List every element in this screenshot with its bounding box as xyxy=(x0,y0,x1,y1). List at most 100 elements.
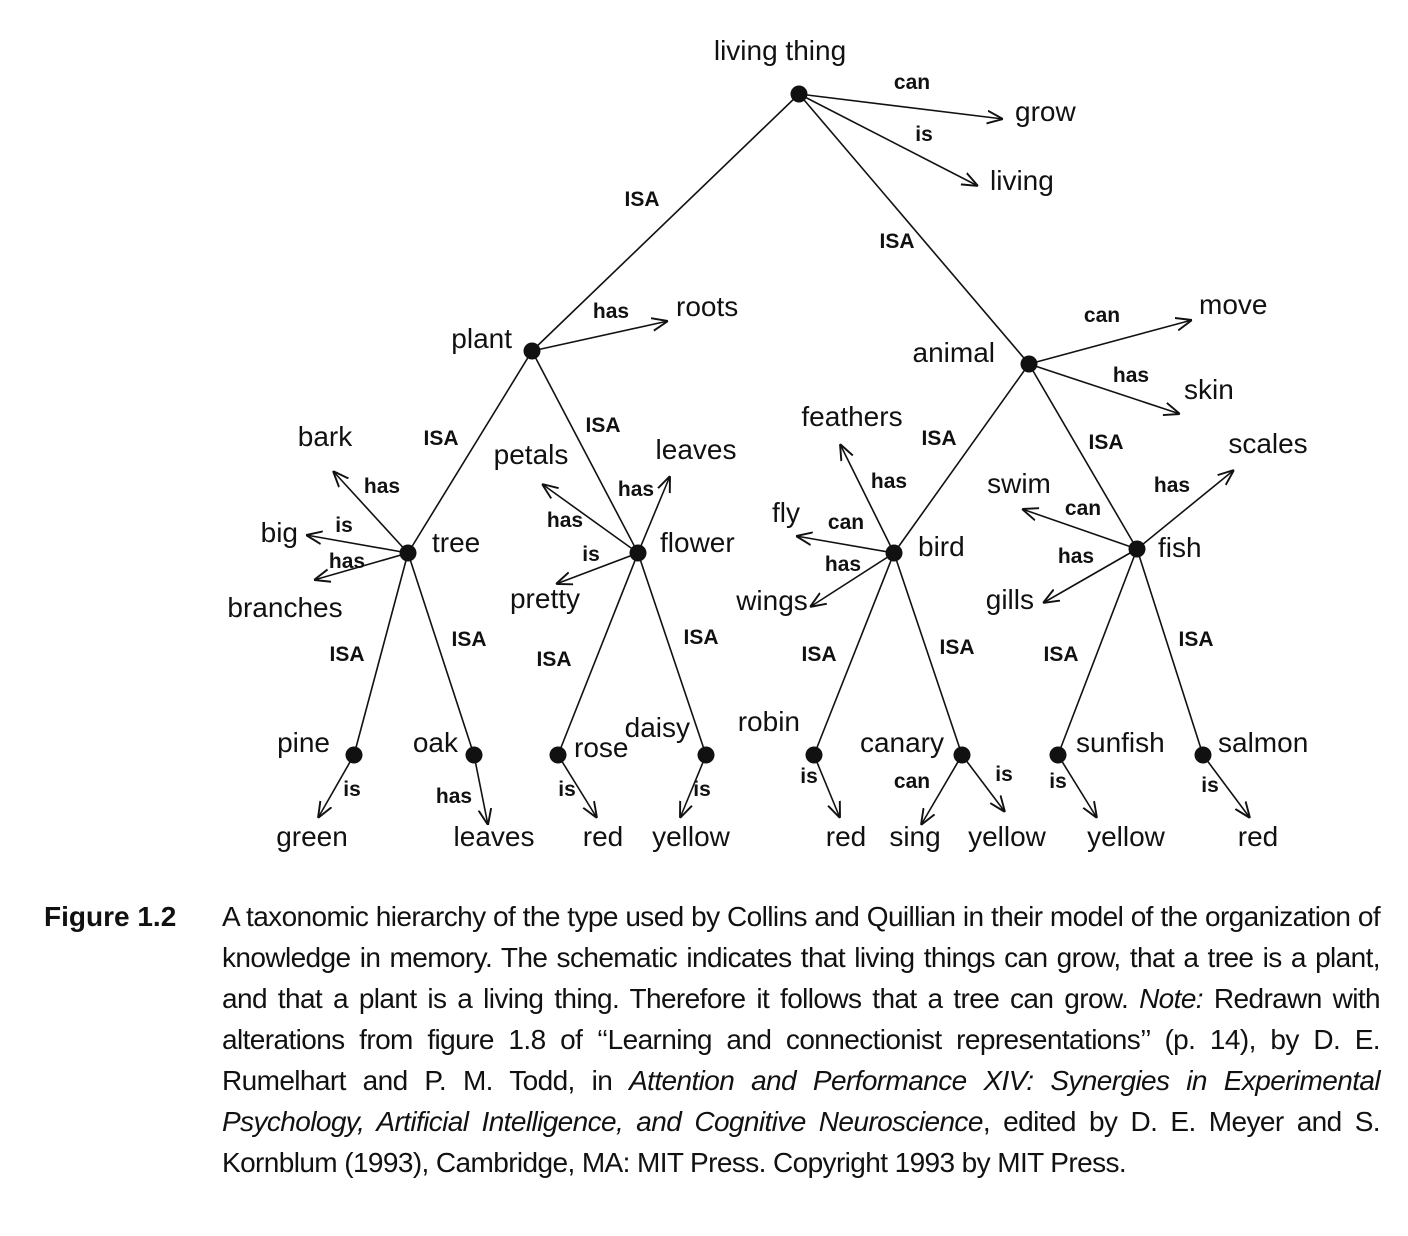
relation-label: is xyxy=(693,778,711,801)
property-value: roots xyxy=(676,291,738,322)
relation-label: can xyxy=(894,770,930,793)
property-arrow-fish-scales xyxy=(1136,470,1234,550)
relation-label: is xyxy=(995,763,1013,786)
property-arrow-salmon-red xyxy=(1202,754,1250,818)
figure-caption: Figure 1.2 A taxonomic hierarchy of the … xyxy=(44,896,1384,1183)
relation-label: is xyxy=(343,778,361,801)
isa-link-bird-robin xyxy=(813,552,895,756)
property-arrow-bird-fly xyxy=(796,536,895,554)
node-label-pine: pine xyxy=(277,727,330,758)
property-value: red xyxy=(826,821,866,852)
isa-label: ISA xyxy=(624,188,659,211)
isa-link-animal-bird xyxy=(893,363,1030,554)
node-dot-oak xyxy=(465,746,483,764)
relation-label: is xyxy=(335,514,353,537)
property-arrow-living_thing-living xyxy=(798,93,978,186)
relation-label: has xyxy=(825,553,861,576)
isa-label: ISA xyxy=(801,643,836,666)
property-arrow-canary-yellow xyxy=(961,754,1005,812)
node-label-animal: animal xyxy=(913,337,995,368)
property-value: big xyxy=(261,517,298,548)
node-label-living_thing: living thing xyxy=(714,35,846,66)
node-dot-animal xyxy=(1020,355,1038,373)
relation-label: has xyxy=(436,785,472,808)
isa-link-fish-sunfish xyxy=(1057,548,1138,756)
isa-label: ISA xyxy=(451,628,486,651)
property-arrow-rose-red xyxy=(557,754,597,818)
relation-label: is xyxy=(582,543,600,566)
property-arrow-daisy-yellow xyxy=(680,754,707,818)
property-value: leaves xyxy=(454,821,535,852)
property-value: petals xyxy=(494,439,569,470)
isa-link-fish-salmon xyxy=(1136,548,1204,756)
node-dot-robin xyxy=(805,746,823,764)
property-value: feathers xyxy=(801,401,902,432)
property-value: wings xyxy=(735,585,808,616)
property-arrow-robin-red xyxy=(813,754,840,818)
relation-label: has xyxy=(364,475,400,498)
property-arrow-tree-big xyxy=(306,535,409,554)
node-label-fish: fish xyxy=(1158,532,1202,563)
property-arrow-flower-pretty xyxy=(556,552,639,584)
isa-link-animal-fish xyxy=(1028,363,1138,550)
relation-label: has xyxy=(1154,474,1190,497)
node-label-flower: flower xyxy=(660,527,735,558)
relation-label: has xyxy=(547,509,583,532)
property-value: grow xyxy=(1015,96,1076,127)
property-arrow-flower-leaves xyxy=(637,476,670,554)
isa-label: ISA xyxy=(921,427,956,450)
relation-label: is xyxy=(1049,770,1067,793)
node-dot-canary xyxy=(953,746,971,764)
node-label-plant: plant xyxy=(451,323,512,354)
property-value: yellow xyxy=(1087,821,1166,852)
relation-label: has xyxy=(593,300,629,323)
property-arrow-canary-sing xyxy=(921,754,963,825)
isa-link-flower-daisy xyxy=(637,552,707,756)
isa-link-living_thing-plant xyxy=(531,93,800,352)
isa-label: ISA xyxy=(1178,628,1213,651)
node-dot-salmon xyxy=(1194,746,1212,764)
node-label-daisy: daisy xyxy=(625,712,690,743)
isa-label: ISA xyxy=(1043,643,1078,666)
isa-link-plant-tree xyxy=(407,350,533,554)
node-label-bird: bird xyxy=(918,531,965,562)
caption-part: Redrawn with alterations from figure 1.8… xyxy=(222,983,1381,1096)
relation-label: has xyxy=(329,550,365,573)
property-value: skin xyxy=(1184,374,1234,405)
caption-part: , edited by D. E. Meyer and S. Kornblum … xyxy=(222,1106,1381,1178)
property-value: leaves xyxy=(656,434,737,465)
node-dot-bird xyxy=(885,544,903,562)
isa-label: ISA xyxy=(536,648,571,671)
caption-part: A taxonomic hierarchy of the type used b… xyxy=(222,901,1381,1014)
property-value: branches xyxy=(227,592,342,623)
node-label-salmon: salmon xyxy=(1218,727,1308,758)
node-label-canary: canary xyxy=(860,727,944,758)
isa-link-flower-rose xyxy=(557,552,639,756)
node-label-tree: tree xyxy=(432,527,480,558)
property-arrow-fish-gills xyxy=(1043,548,1138,603)
isa-link-plant-flower xyxy=(531,350,639,554)
property-arrow-tree-branches xyxy=(314,552,409,580)
relation-label: is xyxy=(800,765,818,788)
isa-label: ISA xyxy=(939,636,974,659)
property-value: bark xyxy=(298,421,353,452)
node-label-sunfish: sunfish xyxy=(1076,727,1165,758)
property-arrow-bird-feathers xyxy=(840,444,895,554)
property-arrow-flower-petals xyxy=(542,484,639,554)
node-label-rose: rose xyxy=(574,732,628,763)
property-arrow-oak-leaves xyxy=(473,754,488,825)
caption-part: Note: xyxy=(1139,983,1204,1014)
property-value: living xyxy=(990,165,1054,196)
relation-label: can xyxy=(1065,497,1101,520)
isa-link-tree-pine xyxy=(353,552,409,756)
property-arrow-pine-green xyxy=(318,754,355,818)
node-dot-living_thing xyxy=(790,85,808,103)
property-value: pretty xyxy=(510,583,580,614)
node-dot-rose xyxy=(549,746,567,764)
relation-label: can xyxy=(894,71,930,94)
isa-label: ISA xyxy=(683,626,718,649)
caption-part: Attention and Performance XIV: Synergies… xyxy=(222,1065,1381,1137)
property-value: scales xyxy=(1228,428,1307,459)
property-value: move xyxy=(1199,289,1267,320)
